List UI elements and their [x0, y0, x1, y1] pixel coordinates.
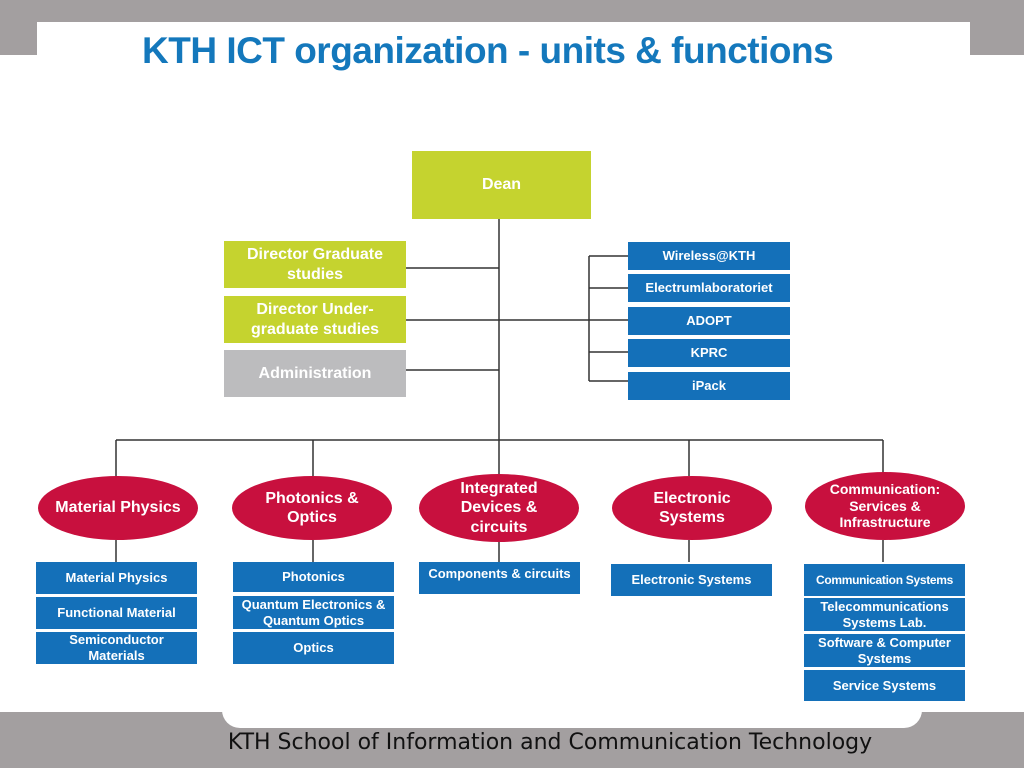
director-graduate-studies-box: Director Graduate studies: [224, 241, 406, 288]
function-box: Electronic Systems: [611, 564, 772, 596]
unit-oval-material-physics: Material Physics: [38, 476, 198, 540]
function-box: Components & circuits: [419, 562, 580, 594]
function-box: Semiconductor Materials: [36, 632, 197, 664]
footer-text: KTH School of Information and Communicat…: [227, 730, 873, 755]
title-area: [37, 22, 970, 62]
center-box-ipack: iPack: [628, 372, 790, 400]
unit-oval-photonics-optics: Photonics & Optics: [232, 476, 392, 540]
unit-oval-integrated-devices: Integrated Devices & circuits: [419, 474, 579, 542]
dean-box: Dean: [412, 151, 591, 219]
director-undergraduate-studies-box: Director Under- graduate studies: [224, 296, 406, 343]
center-box-adopt: ADOPT: [628, 307, 790, 335]
administration-box: Administration: [224, 350, 406, 397]
page-title: KTH ICT organization - units & functions: [142, 30, 834, 71]
center-box-wireless: Wireless@KTH: [628, 242, 790, 270]
function-box: Quantum Electronics & Quantum Optics: [233, 596, 394, 629]
function-box: Functional Material: [36, 597, 197, 629]
center-box-electrum: Electrumlaboratoriet: [628, 274, 790, 302]
function-box: Material Physics: [36, 562, 197, 594]
function-box: Software & Computer Systems: [804, 634, 965, 667]
unit-oval-electronic-systems: Electronic Systems: [612, 476, 772, 540]
function-box: Telecommunications Systems Lab.: [804, 598, 965, 631]
slide-bottom-edge: [222, 698, 922, 728]
function-box: Communication Systems: [804, 564, 965, 596]
function-box: Photonics: [233, 562, 394, 592]
function-box: Optics: [233, 632, 394, 664]
function-box: Service Systems: [804, 670, 965, 701]
unit-oval-communication: Communication: Services & Infrastructure: [805, 472, 965, 540]
center-box-kprc: KPRC: [628, 339, 790, 367]
